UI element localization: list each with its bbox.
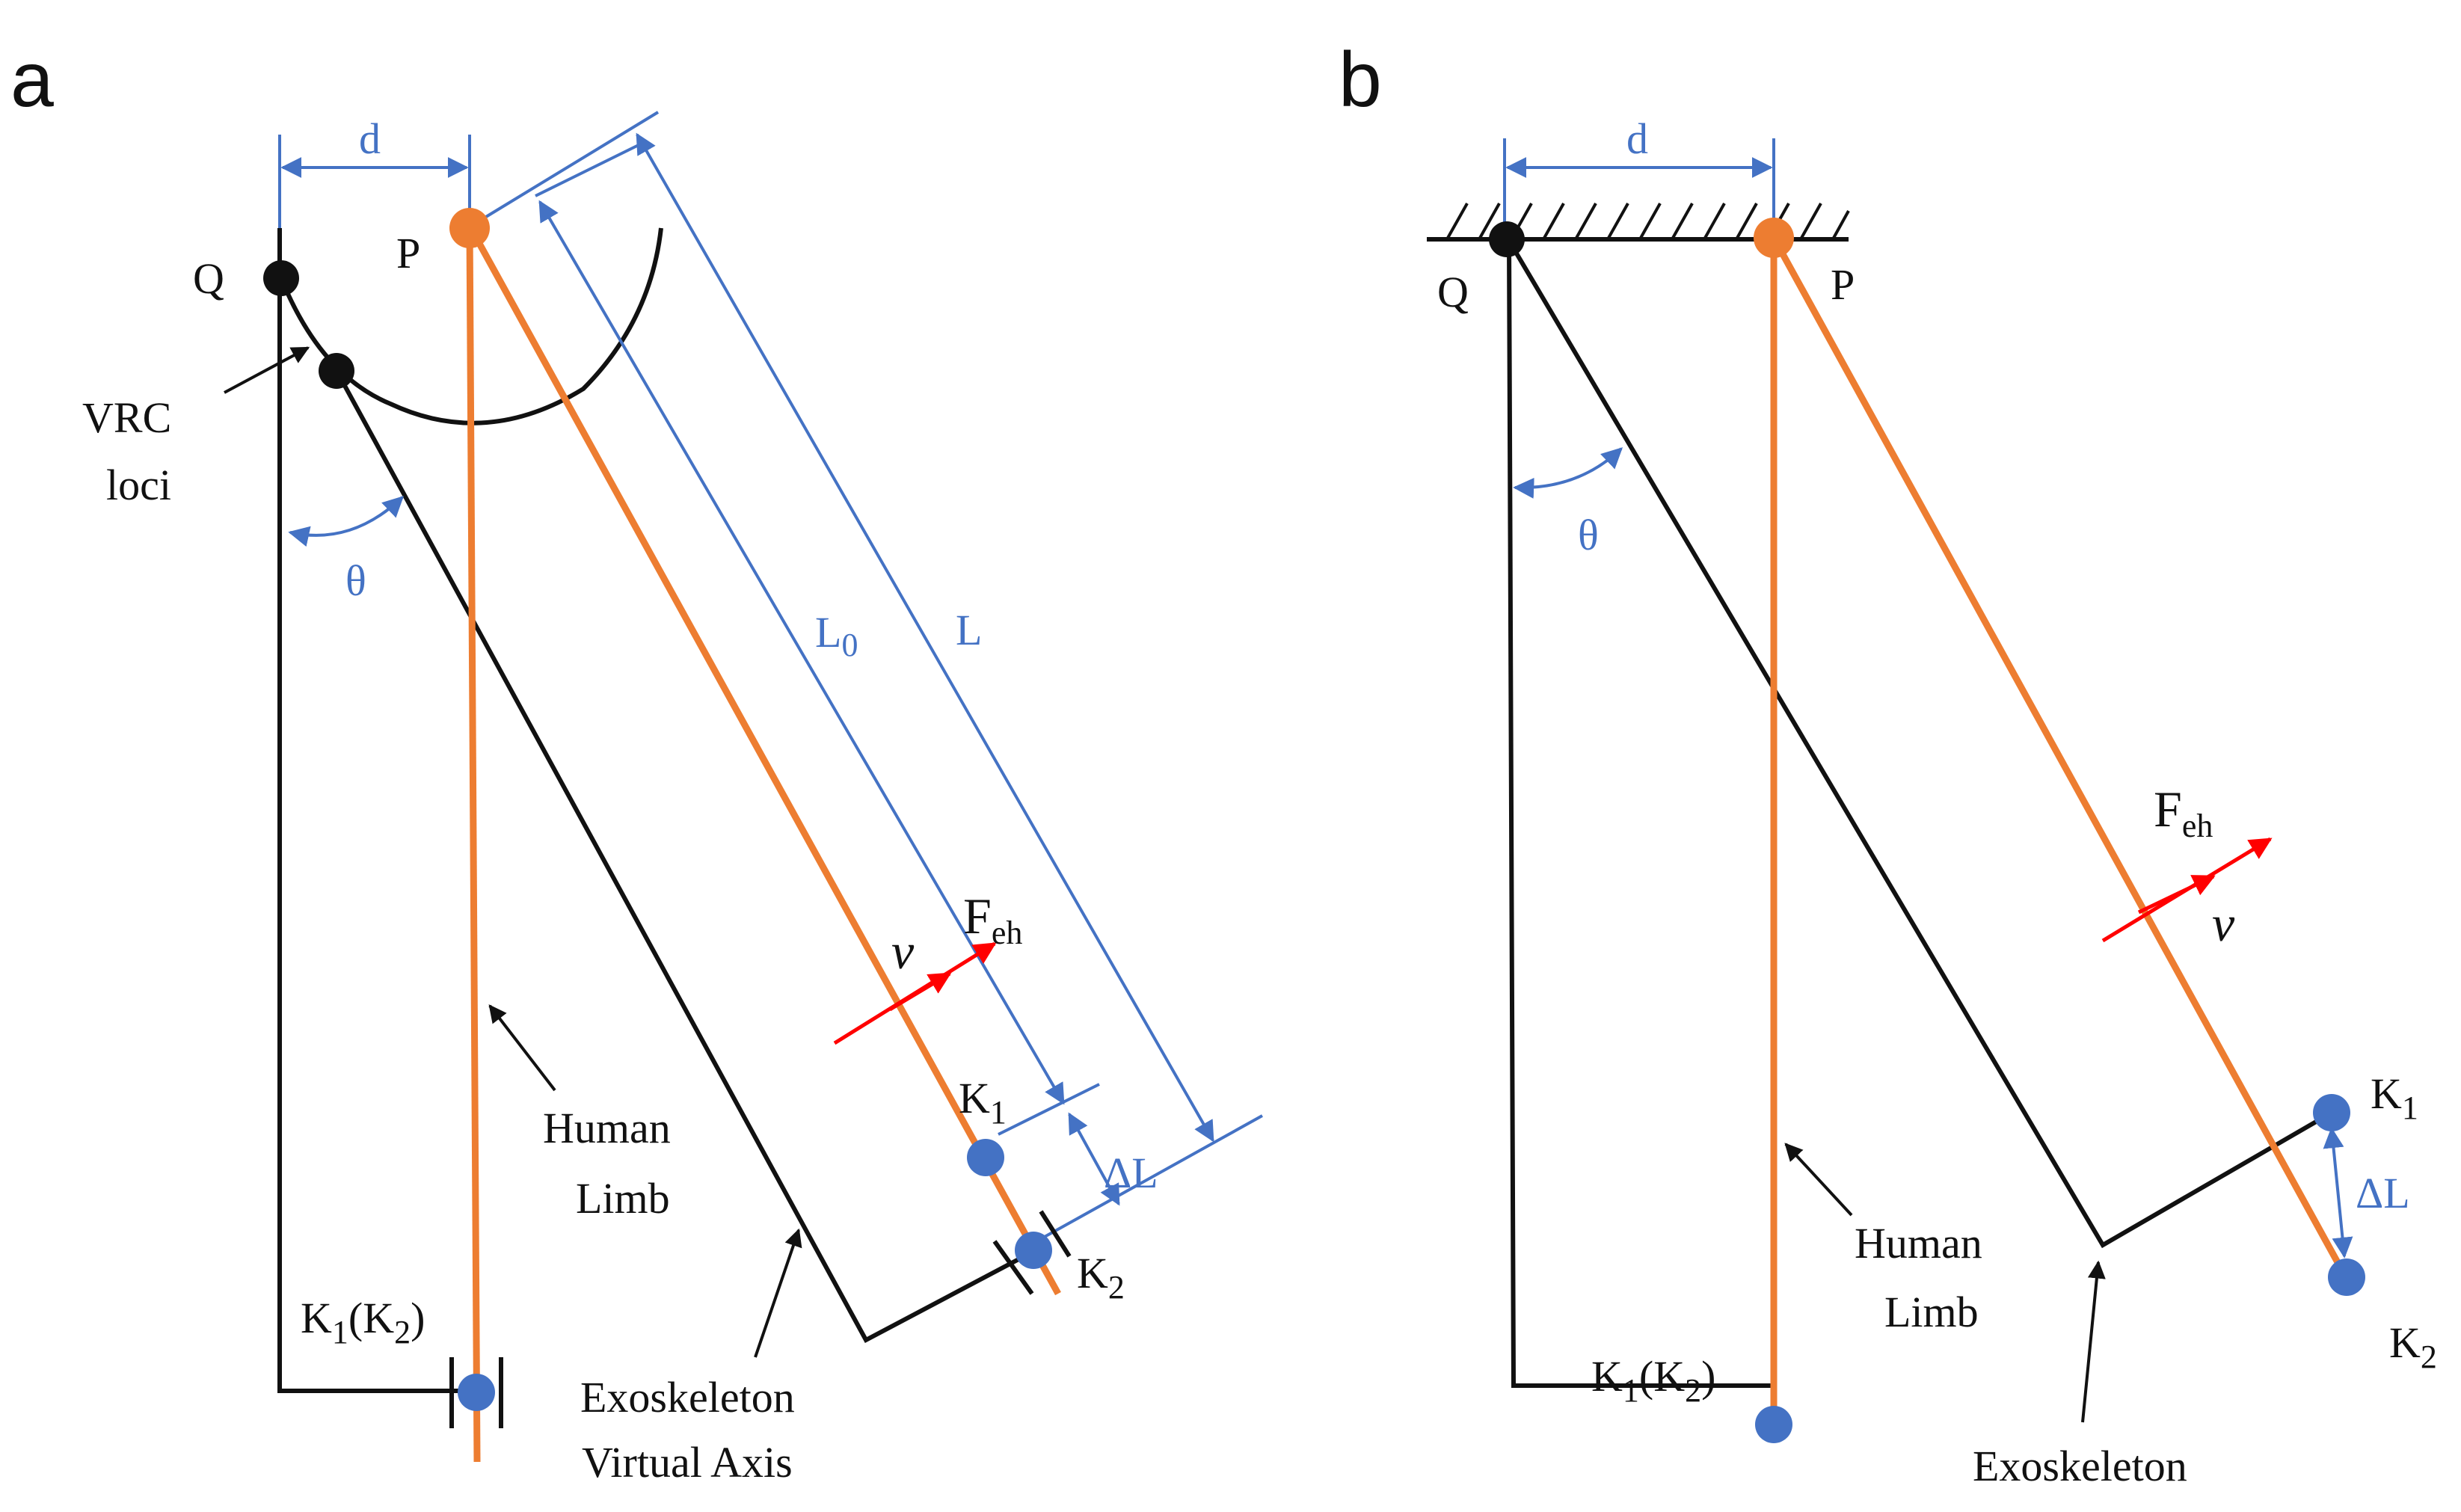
panel-b-d-text: d <box>1626 114 1648 163</box>
panel-a-q-label: Q <box>193 254 224 303</box>
panel-b-k1-label: K1 <box>2371 1069 2418 1126</box>
panel-a-joint-k1 <box>967 1139 1004 1176</box>
panel-a-vrc-pointer <box>224 346 310 394</box>
panel-b-joint-k2 <box>2328 1259 2365 1296</box>
panel-b-velocity-arrow <box>2137 874 2216 915</box>
panel-a-human-pointer <box>488 1004 556 1092</box>
panel-a-d-dimension: d <box>278 114 471 232</box>
panel-b-ground-hatch <box>1445 203 1850 240</box>
panel-a-k2-label: K2 <box>1077 1249 1125 1306</box>
panel-a-joint-k1k2 <box>458 1374 495 1411</box>
panel-b-joint-k1 <box>2313 1094 2350 1131</box>
panel-b-deltaL-arrow <box>2323 1127 2353 1259</box>
panel-a-deltaL-arrow <box>1068 1112 1120 1206</box>
panel-b-joint-p <box>1754 218 1794 258</box>
panel-b-q-label: Q <box>1437 268 1469 316</box>
panel-a-k2-tick-2 <box>1039 1210 1072 1258</box>
panel-b-joint-k1k2 <box>1755 1406 1792 1443</box>
panel-a-L-text: L <box>956 606 982 654</box>
panel-a-L-ext-top <box>477 111 660 223</box>
panel-b-exo-pointer <box>2081 1260 2106 1423</box>
panel-a-joint-vrc <box>319 353 354 389</box>
panel-a-exoskeleton-frame <box>277 228 479 1393</box>
panel-a-exo-label-2: Virtual Axis <box>582 1438 793 1487</box>
panel-b-force-label: Feh <box>2154 781 2213 844</box>
panel-a-label: a <box>10 37 54 123</box>
panel-b-k2-label: K2 <box>2389 1318 2437 1375</box>
panel-b-exoskeleton-frame <box>1507 240 1774 1388</box>
panel-a-velocity-arrow <box>888 971 952 1012</box>
panel-a-theta-text: θ <box>345 556 366 605</box>
panel-a-theta-arc <box>288 496 405 547</box>
panel-a-k1k2-label: K1(K2) <box>301 1294 425 1350</box>
panel-a-L0-ext <box>535 141 645 197</box>
panel-a-k1-label: K1 <box>959 1074 1007 1131</box>
panel-a-L-ext-bottom <box>1042 1114 1263 1239</box>
panel-b-joint-q <box>1489 221 1525 257</box>
panel-a-joint-k2 <box>1015 1232 1052 1269</box>
panel-a-force-label: Feh <box>963 888 1022 951</box>
panel-b-velocity-label: v <box>2212 895 2235 952</box>
panel-a-K1-ext <box>998 1083 1100 1136</box>
panel-b-human-label-2: Limb <box>1884 1288 1979 1336</box>
panel-b-theta-arc <box>1513 447 1623 499</box>
panel-a-L-arrow <box>636 132 1214 1143</box>
panel-b-theta-text: θ <box>1578 511 1599 559</box>
panel-b-deltaL-text: ΔL <box>2356 1169 2410 1217</box>
panel-a-joint-p <box>449 208 490 248</box>
panel-a-L0-text: L0 <box>815 608 858 663</box>
panel-b-human-pointer <box>1784 1143 1853 1217</box>
panel-a: a d L0 L ΔL θ <box>10 37 1263 1487</box>
panel-a-L0-arrow <box>538 200 1065 1105</box>
panel-a-vrc-label-1: VRC <box>82 393 171 442</box>
panel-a-exo-label-1: Exoskeleton <box>580 1373 795 1422</box>
panel-a-vrc-label-2: loci <box>106 461 171 509</box>
panel-b-strap-line <box>1771 236 2350 1281</box>
panel-b-human-label-1: Human <box>1855 1219 1982 1267</box>
panel-a-d-text: d <box>359 114 381 163</box>
panel-a-exo-pointer <box>754 1228 802 1358</box>
panel-a-L-dimensions: L0 L ΔL <box>477 111 1263 1239</box>
panel-a-k2-tick-1 <box>992 1240 1034 1295</box>
panel-b: b d <box>1339 37 2437 1490</box>
panel-b-exoskeleton-link <box>1507 239 2333 1249</box>
panel-b-p-label: P <box>1831 260 1855 309</box>
panel-a-human-label-1: Human <box>543 1104 671 1152</box>
panel-b-label: b <box>1339 37 1382 123</box>
panel-a-deltaL-text: ΔL <box>1104 1149 1158 1197</box>
panel-a-human-label-2: Limb <box>576 1174 670 1223</box>
panel-a-exoskeleton-virtual-axis <box>333 366 1023 1344</box>
panel-a-human-limb-line <box>466 225 481 1463</box>
panel-a-p-label: P <box>396 229 420 277</box>
panel-b-k1k2-label: K1(K2) <box>1591 1352 1715 1409</box>
panel-b-d-dimension: d <box>1503 114 1775 224</box>
panel-a-joint-q <box>263 260 299 296</box>
panel-b-exo-label: Exoskeleton <box>1973 1442 2187 1490</box>
panel-a-velocity-label: v <box>891 923 915 980</box>
